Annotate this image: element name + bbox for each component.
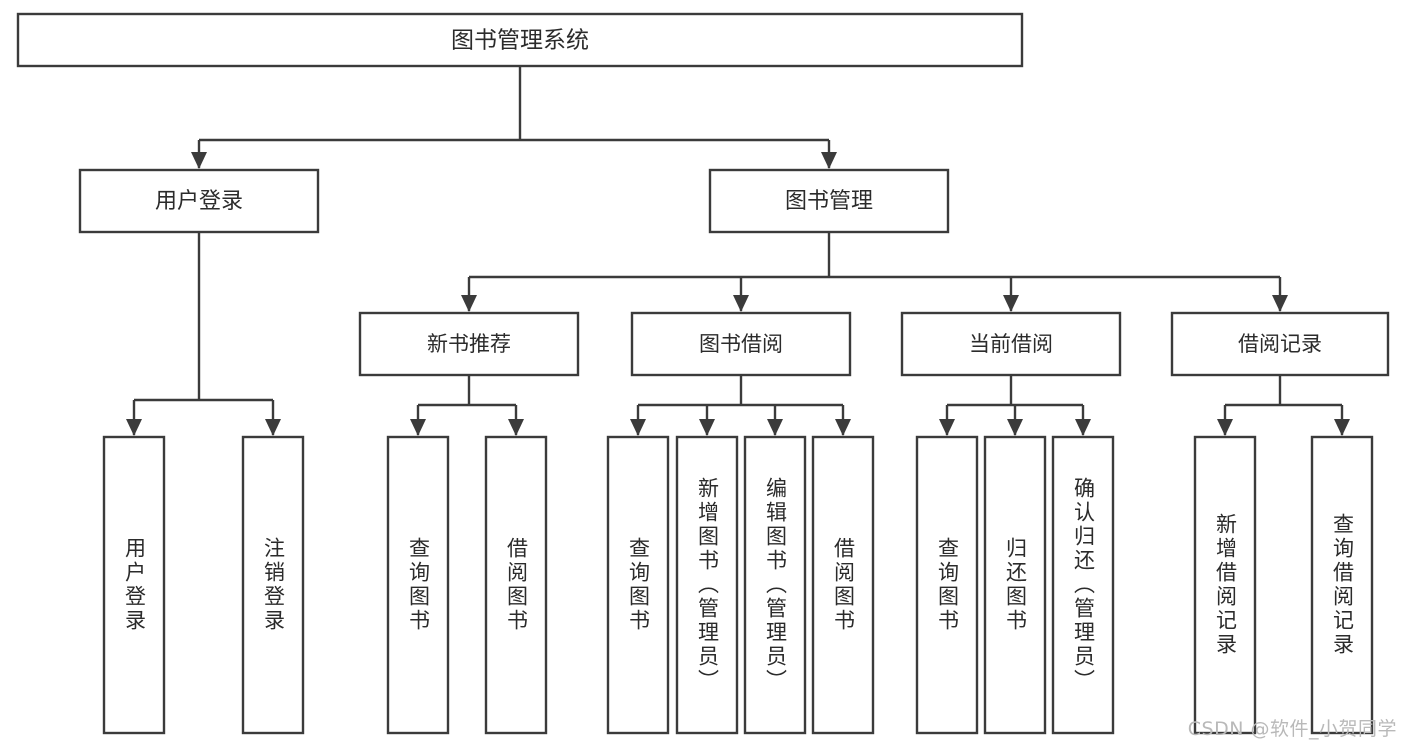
node-l2-1[interactable] <box>708 168 950 234</box>
node-l3-0[interactable] <box>358 311 580 377</box>
csdn-watermark: CSDN @软件_小贺同学 <box>1187 718 1397 740</box>
node-l2-label-0: 用户登录 <box>155 189 243 214</box>
arrow-head-icon <box>835 419 851 436</box>
arrow-head-icon <box>461 295 477 312</box>
node-l3-2[interactable] <box>900 311 1122 377</box>
node-leaf-9[interactable] <box>983 435 1047 735</box>
arrow-head-icon <box>265 419 281 436</box>
arrow-head-icon <box>733 295 749 312</box>
arrow-head-icon <box>1003 295 1019 312</box>
node-l3-label-2: 当前借阅 <box>969 332 1053 356</box>
arrow-head-icon <box>630 419 646 436</box>
arrow-head-icon <box>1007 419 1023 436</box>
node-l3-label-3: 借阅记录 <box>1238 332 1322 356</box>
node-leaf-7[interactable] <box>811 435 875 735</box>
node-leaf-0[interactable] <box>102 435 166 735</box>
arrow-head-icon <box>1075 419 1091 436</box>
node-leaf-10[interactable] <box>1051 435 1115 735</box>
node-leaf-6[interactable] <box>743 435 807 735</box>
arrow-head-icon <box>1272 295 1288 312</box>
arrow-head-icon <box>821 152 837 169</box>
node-leaf-11[interactable] <box>1193 435 1257 735</box>
arrow-head-icon <box>767 419 783 436</box>
node-box-layer <box>16 12 1390 735</box>
arrow-head-icon <box>1334 419 1350 436</box>
node-l3-1[interactable] <box>630 311 852 377</box>
node-l2-label-1: 图书管理 <box>785 189 873 214</box>
arrow-head-icon <box>126 419 142 436</box>
node-leaf-3[interactable] <box>484 435 548 735</box>
arrow-head-icon <box>508 419 524 436</box>
arrow-head-icon <box>410 419 426 436</box>
node-leaf-8[interactable] <box>915 435 979 735</box>
node-leaf-4[interactable] <box>606 435 670 735</box>
node-leaf-1[interactable] <box>241 435 305 735</box>
node-leaf-2[interactable] <box>386 435 450 735</box>
node-l3-label-0: 新书推荐 <box>427 332 511 356</box>
arrow-head-icon <box>191 152 207 169</box>
node-l3-label-1: 图书借阅 <box>699 332 783 356</box>
node-root-label: 图书管理系统 <box>451 28 589 54</box>
node-root[interactable] <box>16 12 1024 68</box>
node-l3-3[interactable] <box>1170 311 1390 377</box>
node-l2-0[interactable] <box>78 168 320 234</box>
arrow-head-icon <box>699 419 715 436</box>
node-leaf-12[interactable] <box>1310 435 1374 735</box>
node-leaf-5[interactable] <box>675 435 739 735</box>
connector-layer <box>126 66 1350 436</box>
arrow-head-icon <box>939 419 955 436</box>
arrow-head-icon <box>1217 419 1233 436</box>
